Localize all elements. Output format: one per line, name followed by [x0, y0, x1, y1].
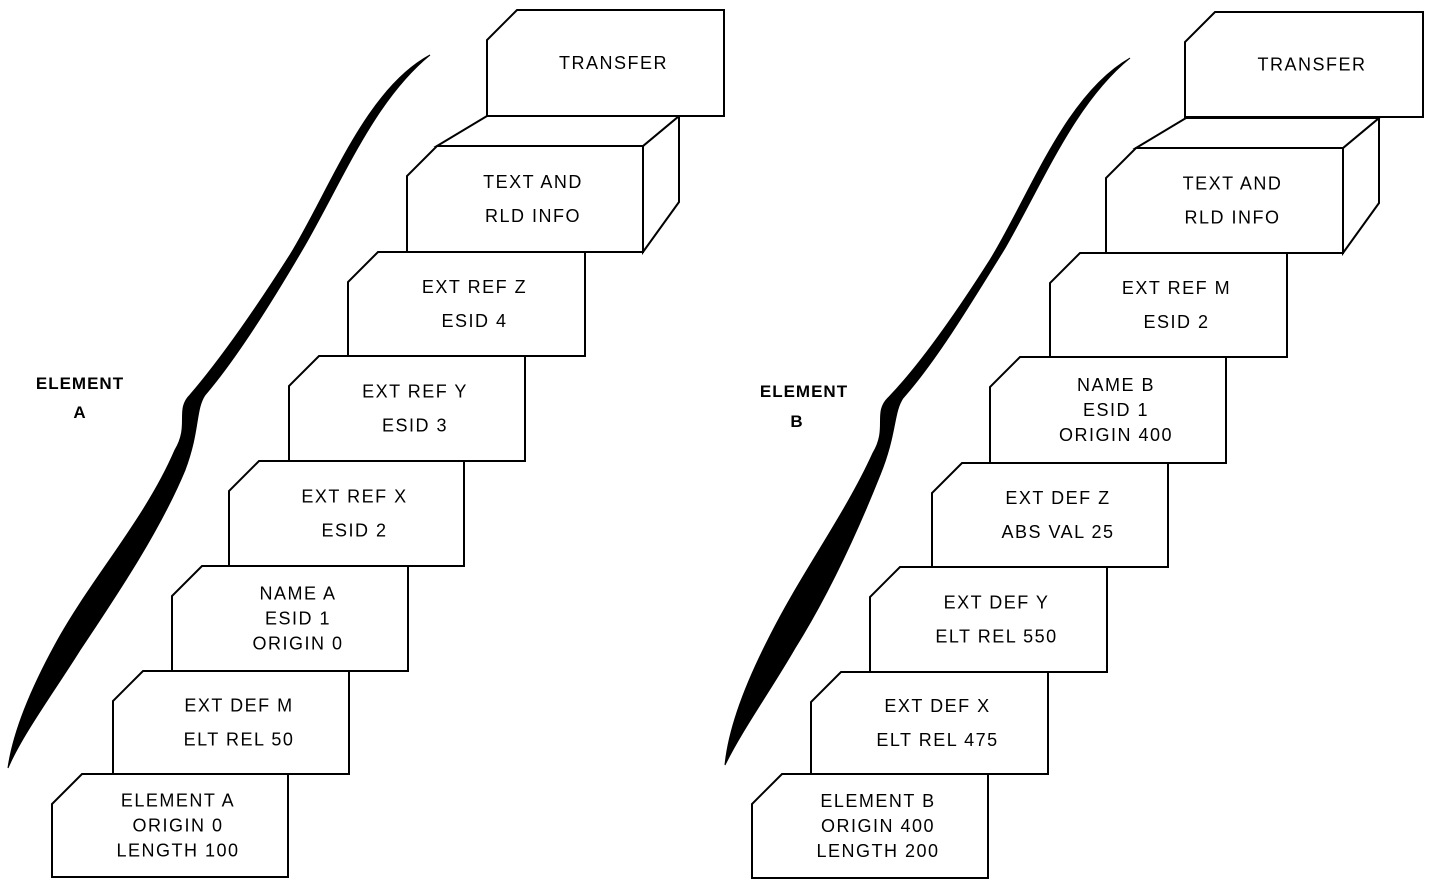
card-text-line: ELT REL 50 [184, 730, 295, 750]
card-text-line: EXT DEF M [184, 696, 293, 716]
card-shape [406, 145, 644, 253]
card: EXT DEF Y ELT REL 550 [869, 566, 1108, 673]
card-shape [931, 462, 1169, 568]
card-text-line: ELEMENT B [820, 791, 935, 811]
card-text-line: TRANSFER [1257, 55, 1366, 75]
card-text-line: ORIGIN 0 [132, 816, 223, 836]
card-text-line: LENGTH 200 [816, 841, 939, 861]
card-shape [228, 460, 465, 567]
card-deck-element-a: ELEMENT A ORIGIN 0 LENGTH 100 EXT DEF M ELT … [51, 9, 725, 878]
card-text-line: EXT DEF X [884, 696, 990, 716]
card-text-line: ESID 4 [441, 311, 507, 331]
card: TEXT AND RLD INFO [406, 113, 682, 256]
card-shape [347, 251, 586, 357]
card-text-line: ORIGIN 400 [821, 816, 935, 836]
card: EXT DEF Z ABS VAL 25 [931, 462, 1169, 568]
card-text-line: ORIGIN 400 [1059, 425, 1173, 445]
card-text-line: ELT REL 550 [935, 627, 1057, 647]
card: NAME B ESID 1 ORIGIN 400 [989, 356, 1227, 464]
card: EXT REF M ESID 2 [1049, 252, 1288, 358]
card-shape [1049, 252, 1288, 358]
card-box-top [1132, 117, 1382, 149]
card-shape [288, 355, 526, 462]
card: NAME A ESID 1 ORIGIN 0 [171, 565, 409, 672]
card-text-line: ESID 1 [1083, 400, 1149, 420]
card-text-line: ESID 2 [321, 521, 387, 541]
card: EXT REF Z ESID 4 [347, 251, 586, 357]
card: TRANSFER [486, 9, 725, 117]
card: EXT DEF M ELT REL 50 [112, 670, 350, 775]
element-a-label-line2: A [73, 403, 86, 422]
card: EXT REF X ESID 2 [228, 460, 465, 567]
card-text-line: ELT REL 475 [876, 730, 998, 750]
card: TEXT AND RLD INFO [1105, 115, 1382, 257]
card-shape [1105, 147, 1344, 254]
card-shape [869, 566, 1108, 673]
card-shape [486, 9, 725, 117]
card-text-line: EXT REF Y [362, 382, 468, 402]
card-text-line: EXT DEF Y [944, 593, 1050, 613]
card-text-line: LENGTH 100 [116, 841, 239, 861]
card-text-line: TEXT AND [1183, 174, 1283, 194]
card-text-line: NAME B [1077, 375, 1155, 395]
card-text-line: ORIGIN 0 [252, 634, 343, 654]
card-text-line: EXT REF M [1122, 278, 1231, 298]
card: TRANSFER [1184, 11, 1424, 118]
card-text-line: TRANSFER [559, 53, 668, 73]
card-text-line: EXT REF X [301, 487, 407, 507]
card: EXT REF Y ESID 3 [288, 355, 526, 462]
card-text-line: ELEMENT A [121, 791, 235, 811]
card-shape [112, 670, 350, 775]
card-text-line: ESID 3 [382, 416, 448, 436]
card-text-line: EXT REF Z [422, 277, 527, 297]
swoosh-a [7, 54, 431, 769]
card-text-line: NAME A [259, 584, 336, 604]
card-text-line: RLD INFO [1184, 208, 1280, 228]
card-shape [810, 671, 1049, 775]
card-text-line: ESID 1 [265, 609, 331, 629]
card-box-top [433, 115, 682, 147]
element-a-label-line1: ELEMENT [36, 374, 124, 393]
card-text-line: RLD INFO [485, 206, 581, 226]
card: EXT DEF X ELT REL 475 [810, 671, 1049, 775]
card: ELEMENT A ORIGIN 0 LENGTH 100 [51, 773, 289, 878]
swoosh-b [724, 57, 1131, 766]
card-text-line: ABS VAL 25 [1001, 522, 1114, 542]
card-text-line: EXT DEF Z [1005, 488, 1110, 508]
element-b-label-line1: ELEMENT [760, 382, 848, 401]
card-text-line: TEXT AND [483, 172, 583, 192]
element-b-label-line2: B [790, 412, 803, 431]
card-shape [1184, 11, 1424, 118]
card-text-line: ESID 2 [1143, 312, 1209, 332]
